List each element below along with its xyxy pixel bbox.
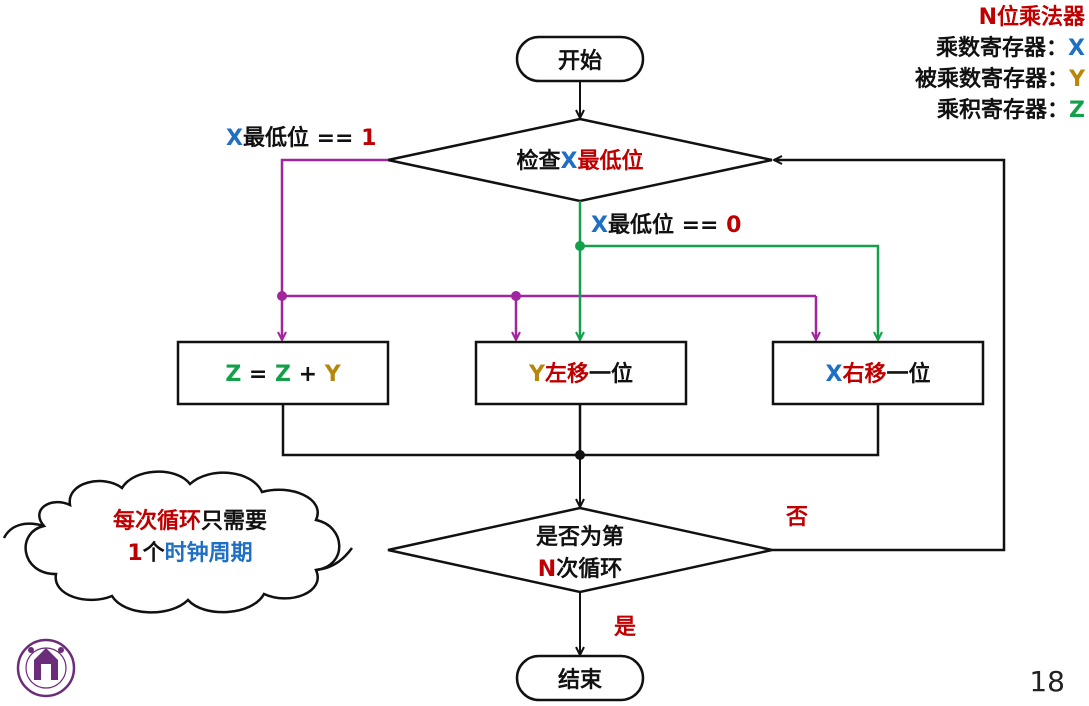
loop-check-line2: N次循环 [538, 556, 622, 582]
path-lsb-one [282, 158, 816, 340]
page-number: 18 [1029, 665, 1065, 698]
label-no: 否 [785, 505, 808, 530]
end-label: 结束 [558, 667, 603, 693]
check-lsb-diamond: 检查X最低位 [387, 117, 773, 203]
legend-row-multiplier: 乘数寄存器：X [915, 33, 1085, 64]
condition-zero-label: X最低位 == 0 [591, 212, 741, 238]
box-shift-x-right: X右移一位 [771, 340, 985, 406]
legend-row-product: 乘积寄存器：Z [915, 95, 1085, 126]
shift-x-label: X右移一位 [826, 361, 931, 387]
junction-dot [511, 291, 521, 301]
loop-check-diamond: 是否为第 N次循环 [387, 506, 773, 594]
legend-label: 被乘数寄存器： [915, 67, 1070, 92]
label-yes: 是 [614, 615, 636, 640]
start-terminal: 开始 [515, 35, 645, 83]
nanjing-university-seal-icon [16, 638, 76, 698]
legend-reg: Z [1069, 98, 1085, 123]
cloud-line2: 1个时钟周期 [127, 540, 252, 566]
add-label: Z = Z + Y [225, 362, 341, 387]
legend-label: 乘数寄存器： [936, 36, 1069, 61]
check-lsb-label: 检查X最低位 [517, 148, 644, 174]
end-terminal: 结束 [515, 654, 645, 702]
condition-one-label: X最低位 == 1 [226, 125, 376, 151]
cloud-line1: 每次循环只需要 [113, 508, 267, 534]
start-label: 开始 [558, 48, 602, 74]
loop-check-line1: 是否为第 [536, 524, 624, 550]
legend-row-multiplicand: 被乘数寄存器：Y [915, 64, 1085, 95]
register-legend: N位乘法器 乘数寄存器：X 被乘数寄存器：Y 乘积寄存器：Z [915, 2, 1085, 126]
legend-reg: Y [1069, 67, 1085, 92]
path-lsb-zero [580, 201, 878, 340]
box-add-y-to-z: Z = Z + Y [176, 340, 390, 406]
box-shift-y-left: Y左移一位 [474, 340, 688, 406]
junction-dot [277, 291, 287, 301]
legend-label: 乘积寄存器： [937, 98, 1070, 123]
cloud-callout: 每次循环只需要 1个时钟周期 [2, 470, 353, 614]
junction-dot [575, 241, 585, 251]
legend-reg: X [1068, 36, 1085, 61]
legend-title: N位乘法器 [978, 5, 1085, 30]
loop-back-arrow [772, 160, 1006, 552]
shift-y-label: Y左移一位 [528, 361, 633, 387]
merge-lines [281, 404, 880, 457]
